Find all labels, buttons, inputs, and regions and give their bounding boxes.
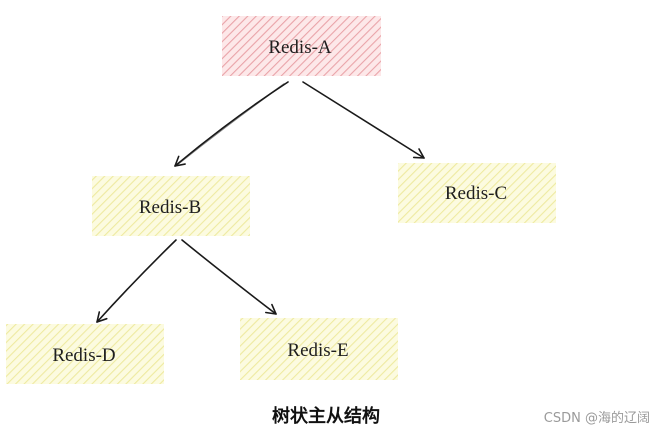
edge-a-b	[174, 81, 289, 167]
node-redis-a: Redis-A	[222, 16, 381, 76]
edge-b-d	[96, 239, 177, 323]
edge-b-e	[181, 239, 277, 315]
node-redis-b-label: Redis-B	[139, 197, 201, 218]
diagram-caption: 树状主从结构	[272, 405, 380, 427]
node-redis-c-label: Redis-C	[445, 183, 507, 204]
node-redis-e: Redis-E	[240, 318, 398, 380]
node-redis-d: Redis-D	[6, 324, 164, 384]
watermark: CSDN @海的辽阔	[544, 410, 650, 426]
node-redis-a-label: Redis-A	[268, 37, 332, 58]
node-redis-d-label: Redis-D	[52, 345, 115, 366]
edge-a-c	[302, 81, 425, 159]
node-redis-c: Redis-C	[398, 163, 556, 223]
node-redis-e-label: Redis-E	[287, 340, 348, 361]
node-redis-b: Redis-B	[92, 176, 250, 236]
